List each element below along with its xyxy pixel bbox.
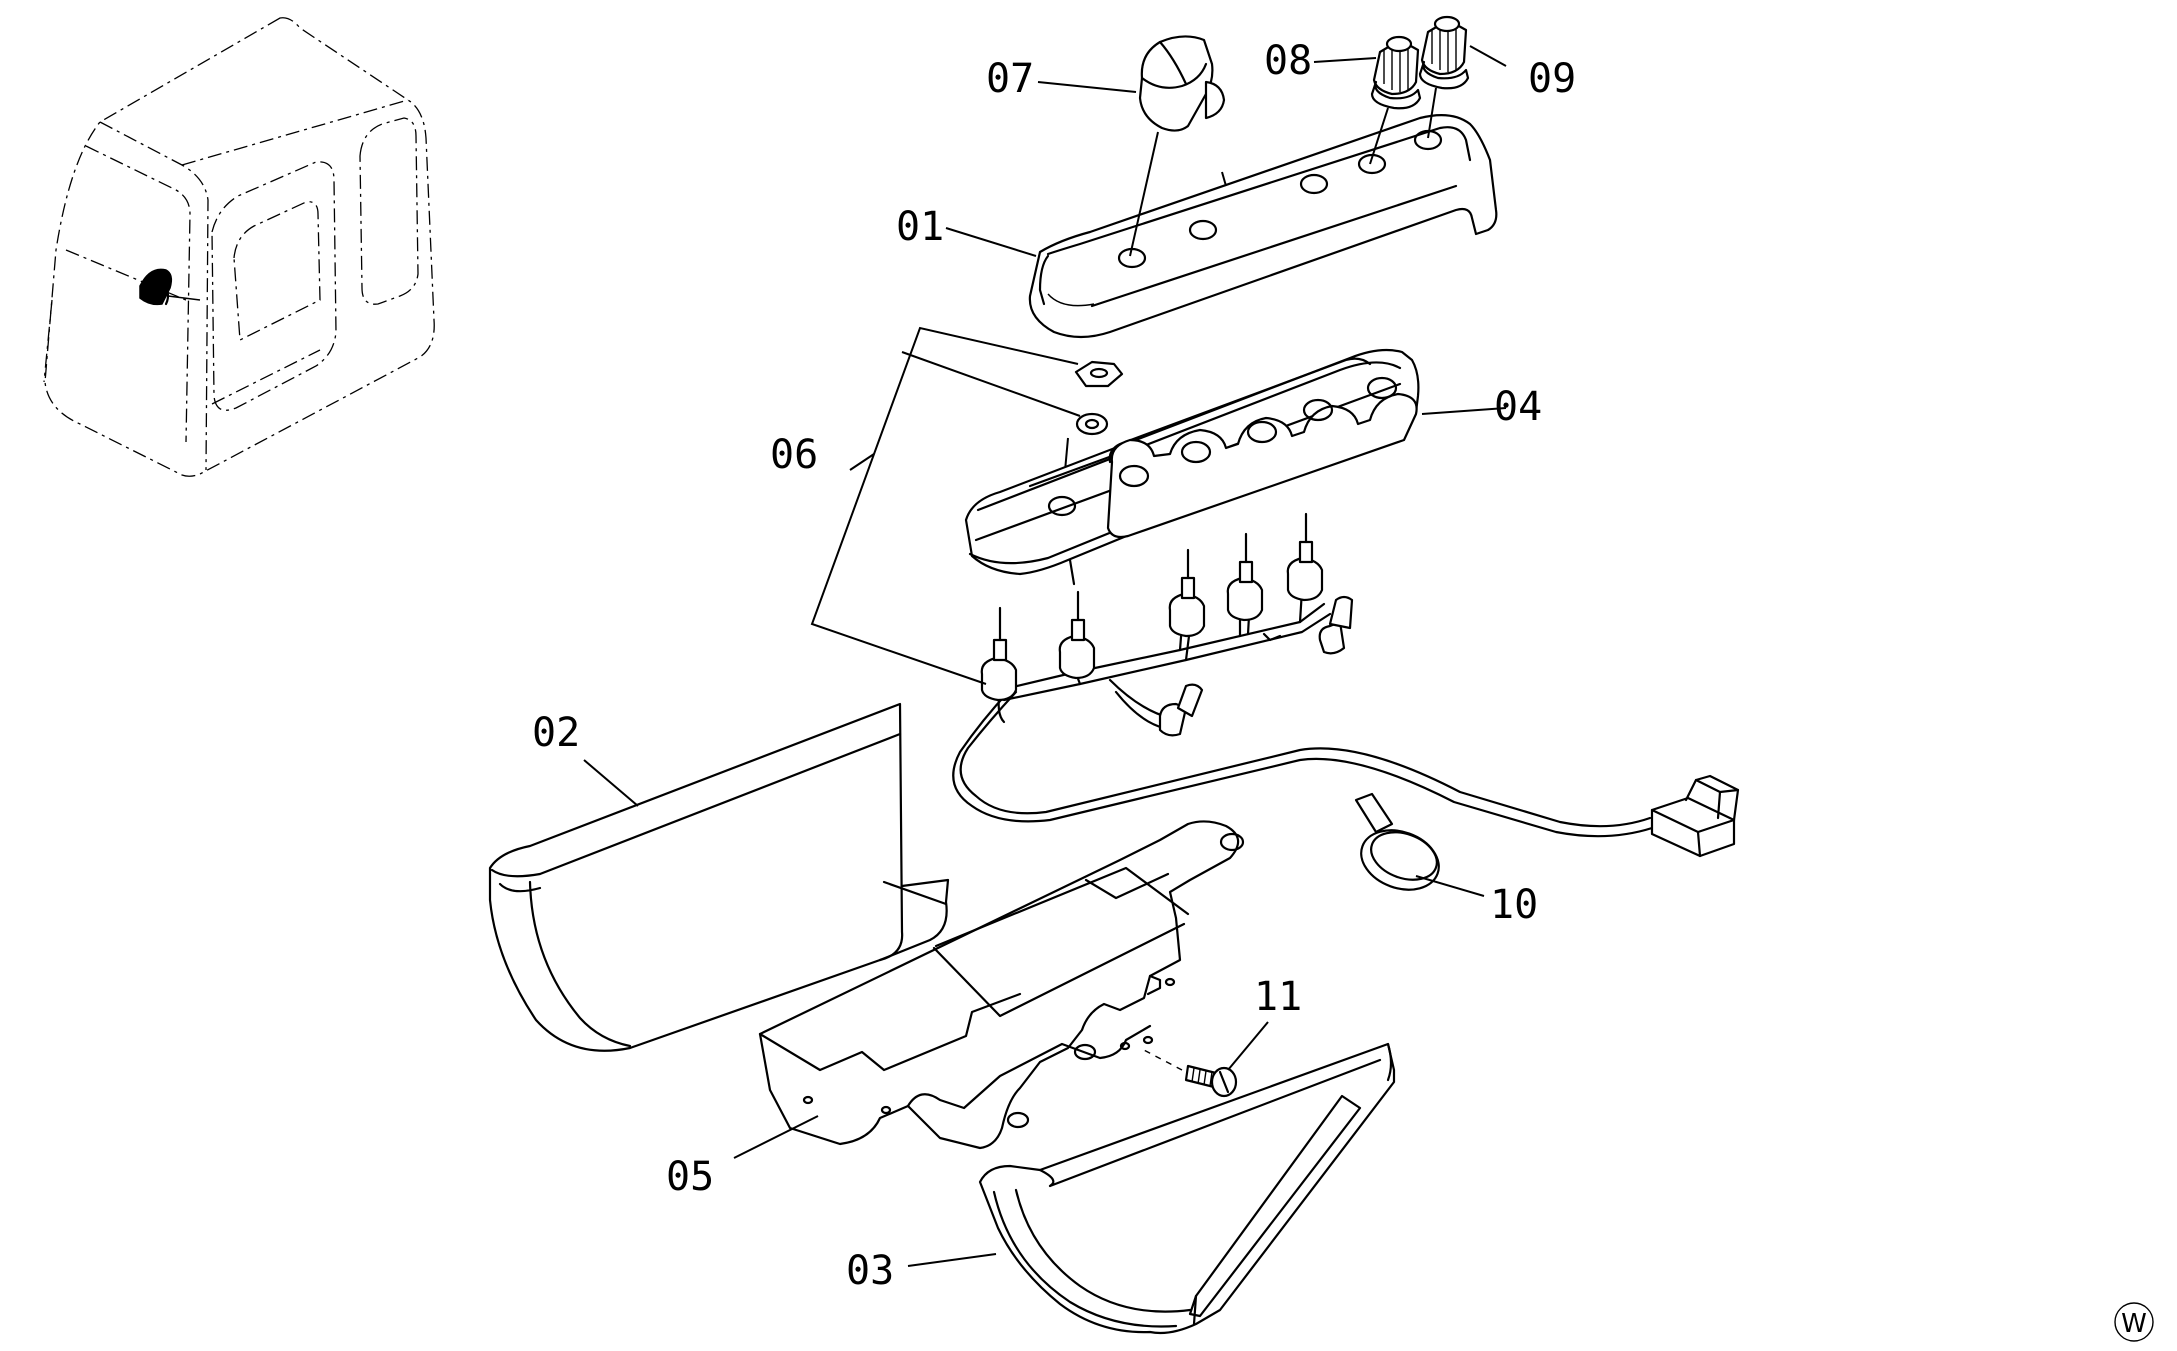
callout-labels: 07 08 09 01 04 06 02 10 11 05 03 <box>532 38 1576 1294</box>
callout-03: 03 <box>846 1248 894 1294</box>
callout-02: 02 <box>532 710 580 756</box>
callout-07: 07 <box>986 56 1034 102</box>
cab-overview-illustration <box>43 17 435 477</box>
part-05-bracket <box>758 820 1245 1150</box>
callout-06: 06 <box>770 432 818 478</box>
part-09-knob <box>1221 15 1470 187</box>
part-02-left-cover <box>488 702 950 1052</box>
corner-w-mark: W <box>2114 1302 2154 1342</box>
corner-w-label: W <box>2121 1309 2147 1339</box>
callout-10: 10 <box>1490 882 1538 928</box>
part-07-rotary-knob <box>1129 35 1226 257</box>
callout-05: 05 <box>666 1154 714 1200</box>
part-01-upper-cover <box>1028 113 1498 339</box>
part-10-cable-clamp <box>1354 792 1440 891</box>
part-03-right-cover <box>978 1042 1396 1335</box>
part-04-switch-panel <box>964 348 1420 586</box>
part-08-knob <box>1369 35 1422 165</box>
callout-11: 11 <box>1254 974 1302 1020</box>
callout-09: 09 <box>1528 56 1576 102</box>
callout-08: 08 <box>1264 38 1312 84</box>
part-06-nut-washer <box>1061 360 1124 505</box>
callout-04: 04 <box>1494 384 1542 430</box>
callout-01: 01 <box>896 204 944 250</box>
leader-lines <box>583 45 1507 1267</box>
wiring-harness <box>952 512 1740 858</box>
part-11-screw <box>1139 1047 1238 1098</box>
